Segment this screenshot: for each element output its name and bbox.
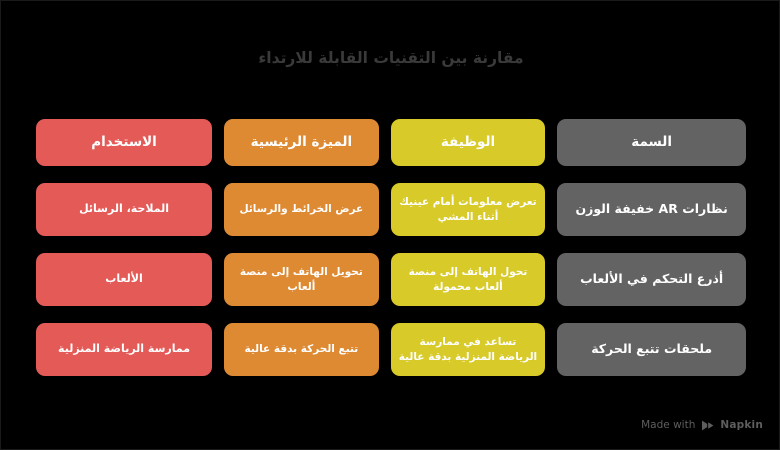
napkin-play-logo-icon xyxy=(701,420,714,431)
column-header-use-case: الاستخدام xyxy=(36,119,213,166)
comparison-table: السمة الوظيفة الميزة الرئيسية الاستخدام … xyxy=(36,119,746,393)
cell-feature: أذرع التحكم في الألعاب xyxy=(557,253,746,306)
table-row: ملحقات تتبع الحركة تساعد في ممارسة الريا… xyxy=(36,323,746,376)
watermark-brand: Napkin xyxy=(720,419,763,431)
column-header-key-benefit: الميزة الرئيسية xyxy=(224,119,379,166)
cell-function: تحول الهاتف إلى منصة ألعاب محمولة xyxy=(390,253,546,306)
watermark-prefix: Made with xyxy=(641,419,696,431)
table-header-row: السمة الوظيفة الميزة الرئيسية الاستخدام xyxy=(36,119,746,166)
cell-key-benefit: عرض الخرائط والرسائل xyxy=(224,183,379,236)
cell-key-benefit: تحويل الهاتف إلى منصة ألعاب xyxy=(224,253,379,306)
table-row: أذرع التحكم في الألعاب تحول الهاتف إلى م… xyxy=(36,253,746,306)
cell-use-case: الألعاب xyxy=(36,253,213,306)
napkin-watermark: Made with Napkin xyxy=(641,419,763,431)
column-header-function: الوظيفة xyxy=(390,119,546,166)
cell-use-case: ممارسة الرياضة المنزلية xyxy=(36,323,213,376)
table-row: نظارات AR خفيفة الوزن تعرض معلومات أمام … xyxy=(36,183,746,236)
cell-feature: ملحقات تتبع الحركة xyxy=(557,323,746,376)
cell-use-case: الملاحة، الرسائل xyxy=(36,183,213,236)
cell-function: تعرض معلومات أمام عينيك أثناء المشي xyxy=(390,183,546,236)
column-header-feature: السمة xyxy=(557,119,746,166)
page-title: مقارنة بين التقنيات القابلة للارتداء xyxy=(258,49,524,67)
cell-feature: نظارات AR خفيفة الوزن xyxy=(557,183,746,236)
cell-key-benefit: تتبع الحركة بدقة عالية xyxy=(224,323,379,376)
cell-function: تساعد في ممارسة الرياضة المنزلية بدقة عا… xyxy=(390,323,546,376)
